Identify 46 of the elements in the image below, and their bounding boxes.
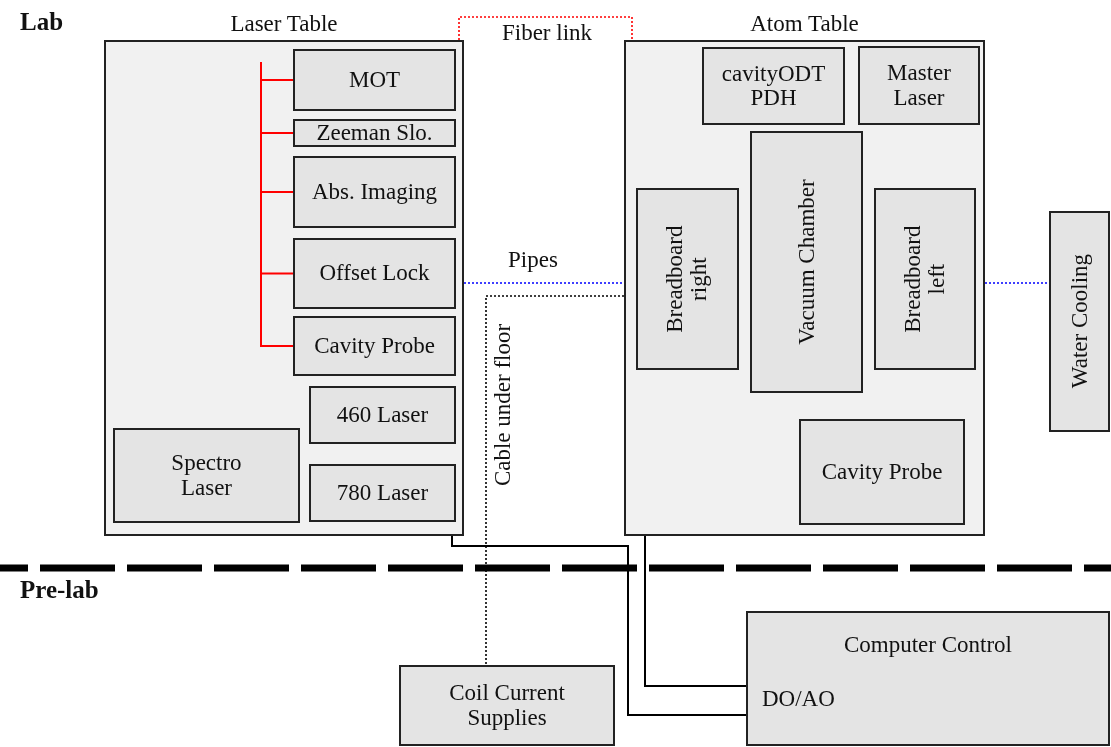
component-box <box>293 316 456 376</box>
box-label: Abs. Imaging <box>311 179 438 205</box>
component-box <box>293 49 456 111</box>
box-label: Cavity Probe <box>314 333 435 359</box>
dotted-connector <box>485 295 625 666</box>
connector-line <box>451 535 747 716</box>
box-label: Computer Control <box>844 633 1012 658</box>
box-label: Vacuum Chamber <box>794 178 819 347</box>
dotted-connector <box>984 282 1050 284</box>
component-box <box>750 131 863 393</box>
component-box <box>113 428 300 523</box>
table-heading: Laser Table <box>230 12 338 37</box>
component-box <box>874 188 976 370</box>
section-label: Lab <box>20 8 64 36</box>
component-box <box>309 386 456 444</box>
box-label: MOT <box>348 67 401 93</box>
component-box <box>293 238 456 309</box>
box-label: Breadboard left <box>900 224 950 335</box>
component-box <box>636 188 739 370</box>
box-label: Water Cooling <box>1067 253 1092 391</box>
box-label: Zeeman Slo. <box>316 120 433 146</box>
connector-line <box>644 535 747 687</box>
component-box <box>858 46 980 125</box>
component-box <box>799 419 965 525</box>
box-label: cavityODT PDH <box>720 61 827 111</box>
dotted-connector <box>458 16 633 41</box>
component-box <box>309 464 456 522</box>
component-box <box>746 611 1110 746</box>
box-label: Coil Current Supplies <box>448 681 566 730</box>
section-label: Pre-lab <box>20 576 99 604</box>
box-label: Offset Lock <box>319 261 430 286</box>
port-label: DO/AO <box>762 687 835 712</box>
component-box <box>399 665 615 746</box>
box-label: Cavity Probe <box>821 459 943 485</box>
table-heading: Atom Table <box>750 12 859 37</box>
dotted-connector <box>463 282 625 284</box>
component-box <box>702 47 845 125</box>
component-box <box>1049 211 1110 432</box>
box-label: Breadboard right <box>663 224 712 335</box>
component-box <box>293 119 456 147</box>
box-label: 780 Laser <box>336 480 429 506</box>
box-label: Spectro Laser <box>170 451 243 500</box>
component-box <box>293 156 456 228</box>
box-label: Master Laser <box>886 61 952 110</box>
box-label: 460 Laser <box>336 402 429 428</box>
connector-line <box>260 61 294 347</box>
